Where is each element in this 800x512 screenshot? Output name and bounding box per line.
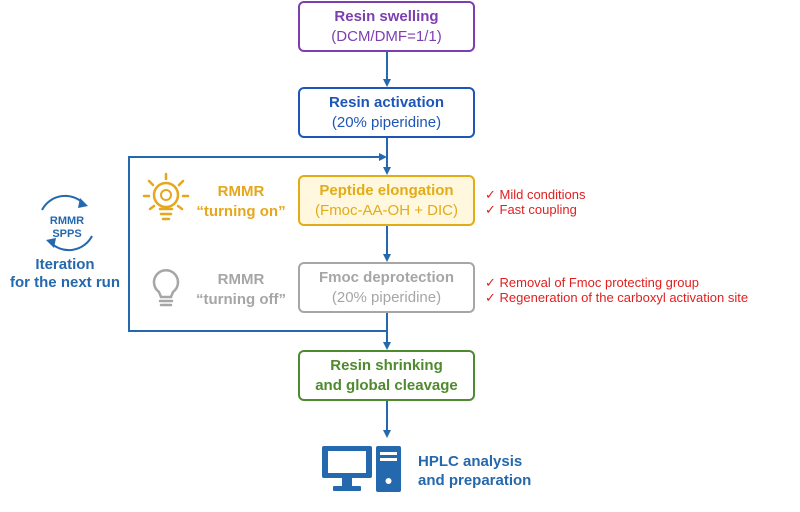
hplc-line2: and preparation	[418, 472, 532, 489]
step-title: Resin activation	[328, 93, 445, 111]
note-item: ✓ Fast coupling	[485, 202, 577, 217]
iteration-loop-arrow	[128, 153, 387, 332]
step-title: Peptide elongation	[319, 181, 454, 199]
rmmr-on-line2: “turning on”	[196, 203, 286, 220]
note-item: ✓ Regeneration of the carboxyl activatio…	[485, 290, 749, 305]
badge-line2: SPPS	[52, 228, 81, 240]
step-fmoc-deprotection: Fmoc deprotection (20% piperidine)	[298, 262, 475, 313]
note-item: ✓ Removal of Fmoc protecting group	[485, 275, 699, 290]
iteration-label: Iteration for the next run	[6, 256, 124, 292]
rmmr-on-line1: RMMR	[217, 183, 265, 200]
step-condition: (20% piperidine)	[331, 113, 442, 131]
step-resin-swelling: Resin swelling (DCM/DMF=1/1)	[298, 1, 475, 52]
step-condition: (20% piperidine)	[331, 288, 442, 306]
badge-line1: RMMR	[50, 215, 84, 227]
note-item: ✓ Mild conditions	[485, 187, 586, 202]
rmmr-on-label: RMMR “turning on”	[186, 182, 296, 222]
rmmr-off-label: RMMR “turning off”	[186, 270, 296, 310]
elongation-notes: ✓ Mild conditions ✓ Fast coupling	[485, 187, 586, 217]
step-condition: (DCM/DMF=1/1)	[331, 27, 442, 45]
step-subtitle: and global cleavage	[315, 376, 458, 394]
rmmr-off-line1: RMMR	[217, 271, 265, 288]
step-resin-activation: Resin activation (20% piperidine)	[298, 87, 475, 138]
step-title: Resin shrinking	[330, 356, 443, 374]
deprotection-notes: ✓ Removal of Fmoc protecting group ✓ Reg…	[485, 275, 748, 305]
iteration-line1: Iteration	[35, 256, 95, 273]
iteration-line2: for the next run	[9, 274, 120, 291]
rmmr-off-line2: “turning off”	[196, 291, 286, 308]
step-title: Fmoc deprotection	[318, 268, 454, 286]
step-condition: (Fmoc-AA-OH + DIC)	[315, 201, 458, 219]
hplc-line1: HPLC analysis	[418, 453, 523, 470]
step-resin-shrinking: Resin shrinking and global cleavage	[298, 350, 475, 401]
step-peptide-elongation: Peptide elongation (Fmoc-AA-OH + DIC)	[298, 175, 475, 226]
step-title: Resin swelling	[334, 7, 439, 25]
hplc-label: HPLC analysis and preparation	[418, 452, 531, 490]
